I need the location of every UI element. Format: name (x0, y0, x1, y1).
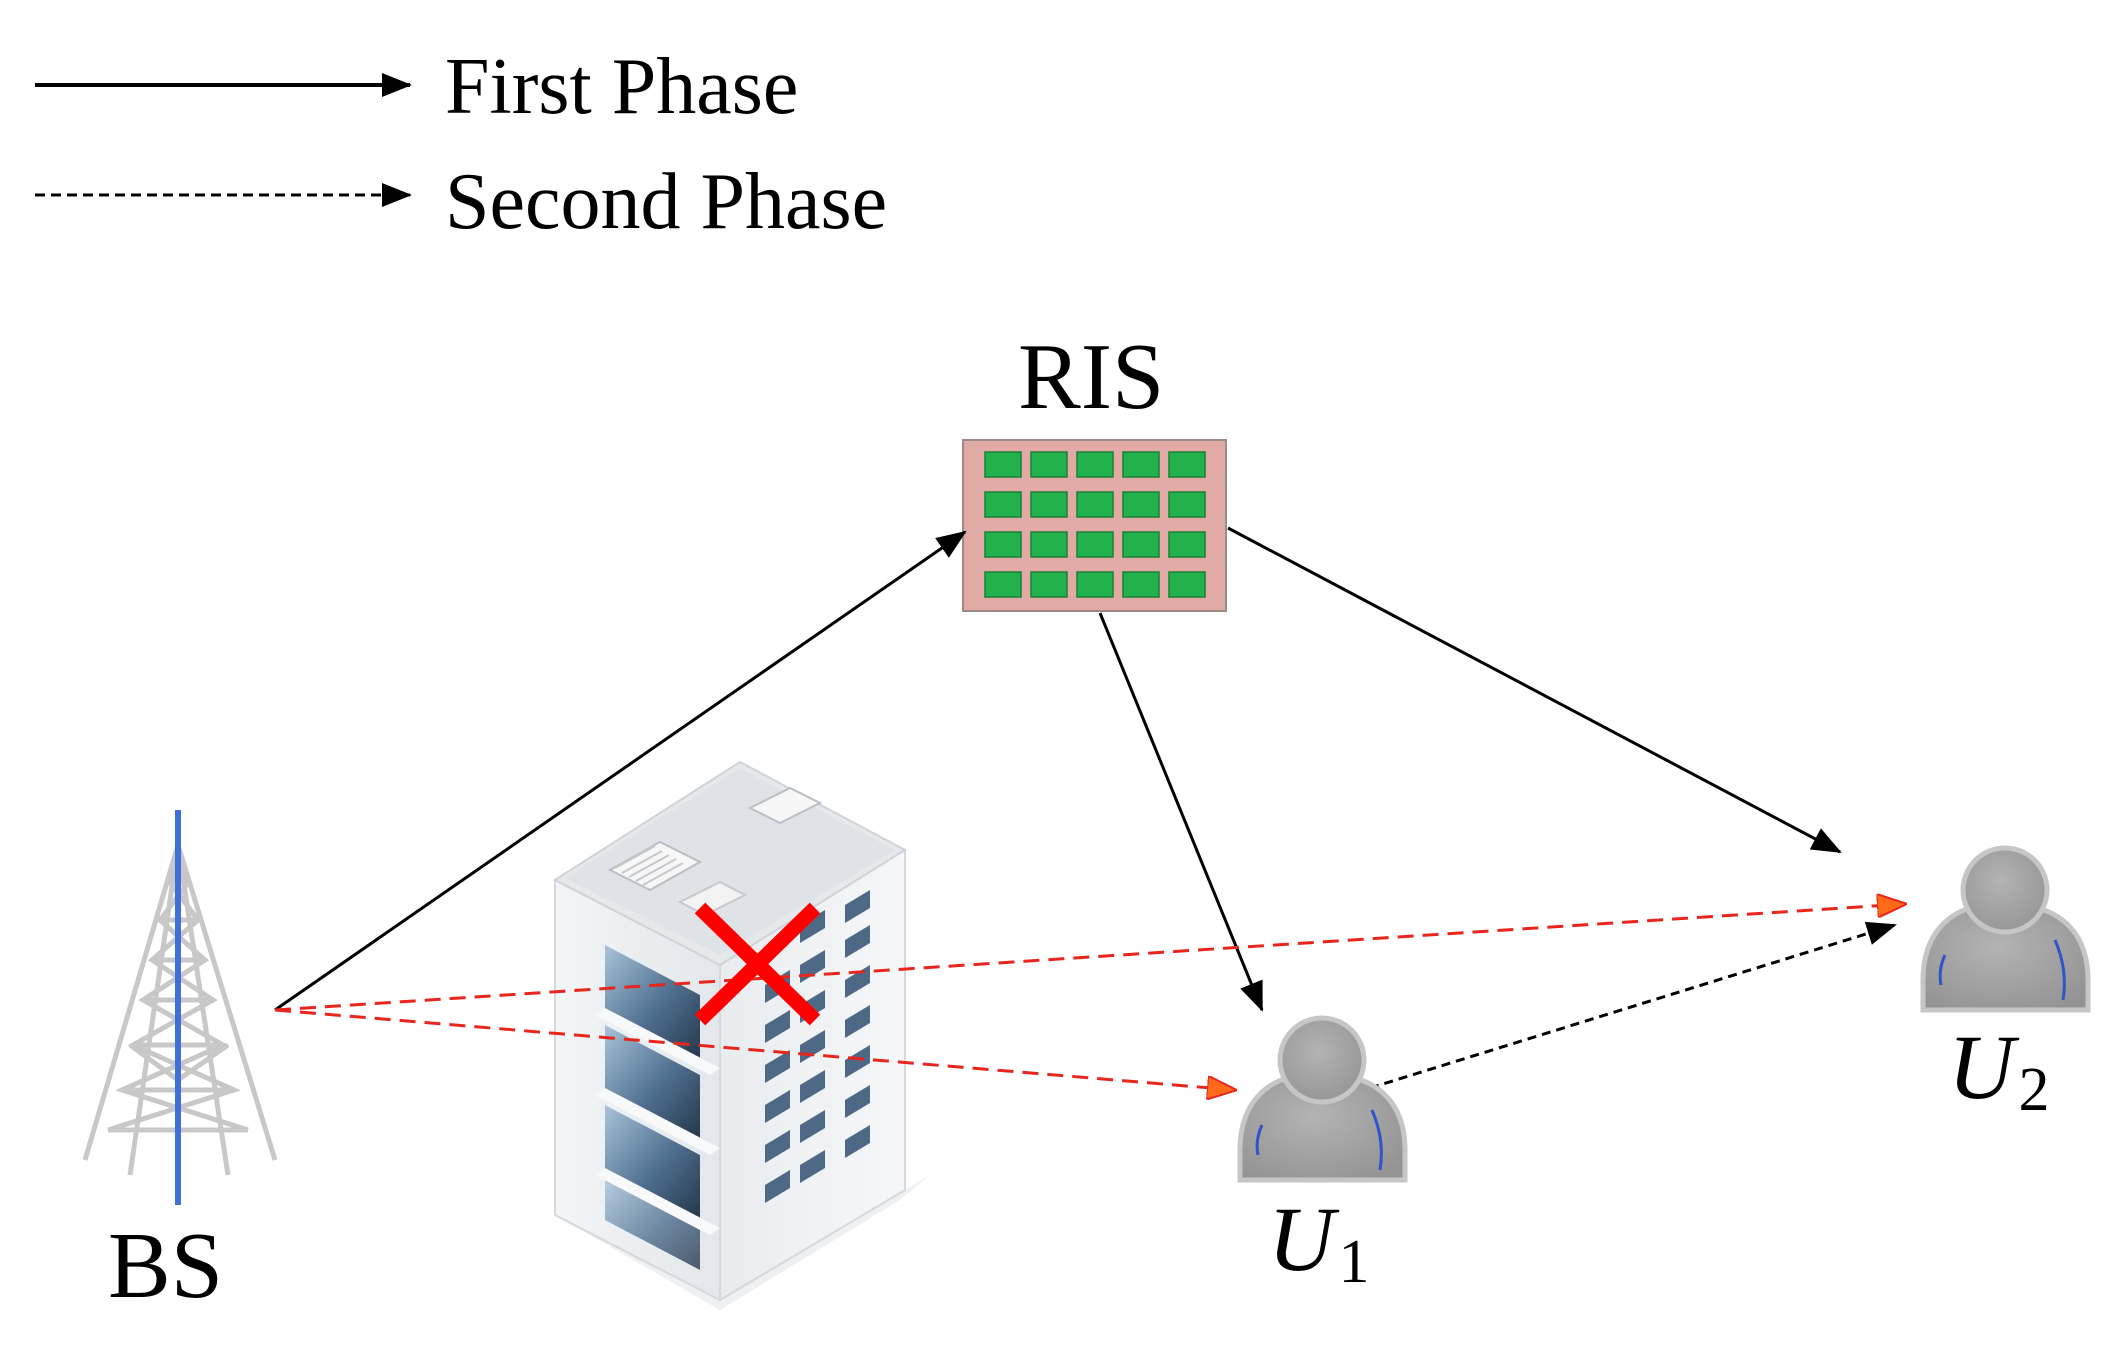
blocked-x-icon (694, 902, 821, 1026)
link-bs-to-ris (274, 530, 967, 1012)
base-station-tower-icon (82, 810, 278, 1205)
link-u1-to-u2 (1369, 921, 1897, 1090)
ris-panel-icon (962, 439, 1227, 612)
legend: First Phase Second Phase (35, 43, 887, 246)
link-ris-to-u1 (1098, 612, 1264, 1012)
legend-first-phase-label: First Phase (445, 43, 798, 131)
u1-label: U1 (1268, 1188, 1369, 1296)
link-bs-to-u1-direct (274, 1008, 1235, 1090)
link-bs-to-u2-direct (274, 904, 1905, 1012)
ris-label: RIS (1018, 325, 1164, 429)
bs-label: BS (108, 1214, 223, 1318)
u2-label: U2 (1948, 1016, 2049, 1124)
building-icon (552, 760, 930, 1310)
link-ris-to-u2 (1227, 526, 1842, 854)
user-icon (1920, 845, 2091, 1013)
legend-second-phase-label: Second Phase (445, 158, 887, 246)
user-icon (1237, 1015, 1408, 1183)
